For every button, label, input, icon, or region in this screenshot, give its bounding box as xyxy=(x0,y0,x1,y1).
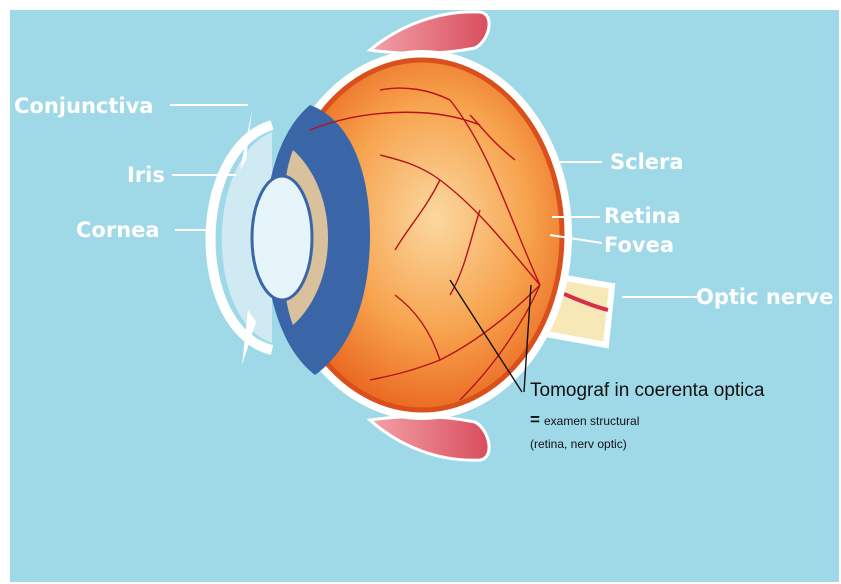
label-iris: Iris xyxy=(127,163,165,187)
inferior-muscle xyxy=(370,416,489,460)
label-cornea: Cornea xyxy=(76,218,160,242)
lens-shape xyxy=(252,176,312,300)
eye-diagram-canvas: Conjunctiva Iris Cornea Sclera Retina Fo… xyxy=(10,10,839,582)
oct-equals: = xyxy=(530,410,540,429)
eye-anatomy-diagram: Conjunctiva Iris Cornea Sclera Retina Fo… xyxy=(10,10,839,582)
label-conjunctiva: Conjunctiva xyxy=(14,94,153,118)
label-fovea: Fovea xyxy=(604,233,674,257)
oct-line1: examen structural xyxy=(544,414,639,428)
superior-muscle xyxy=(370,12,489,54)
label-sclera: Sclera xyxy=(610,150,684,174)
oct-line2: (retina, nerv optic) xyxy=(530,437,627,451)
label-retina: Retina xyxy=(604,204,681,228)
label-optic-nerve: Optic nerve xyxy=(696,285,833,309)
oct-title: Tomograf in coerenta optica xyxy=(530,380,765,401)
